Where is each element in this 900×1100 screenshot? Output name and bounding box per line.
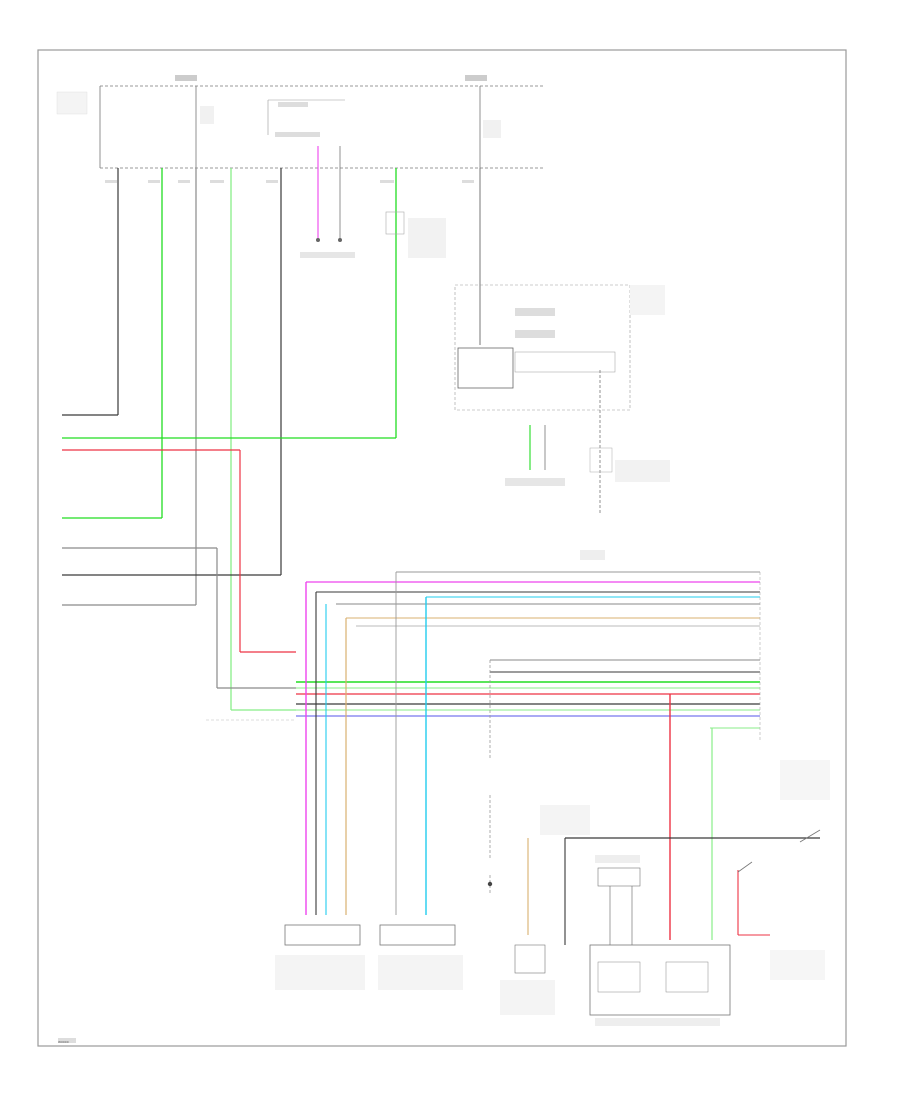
components: [284, 760, 830, 1016]
buckle-switch: [514, 944, 546, 974]
diagram-frame: [37, 49, 847, 1047]
rear-seat-sensor-left: [284, 924, 361, 946]
rear-seat-sensor-right: [379, 924, 456, 946]
junction-box: [454, 284, 631, 515]
fuse-block: [56, 75, 545, 169]
front-seat-assembly: [589, 944, 731, 1016]
lower-drops: [305, 572, 820, 945]
main-bus: [206, 571, 761, 740]
upper-wires: [62, 146, 481, 711]
footer-code: W0000: [58, 1040, 69, 1044]
label-marks: W0000: [58, 180, 720, 1044]
